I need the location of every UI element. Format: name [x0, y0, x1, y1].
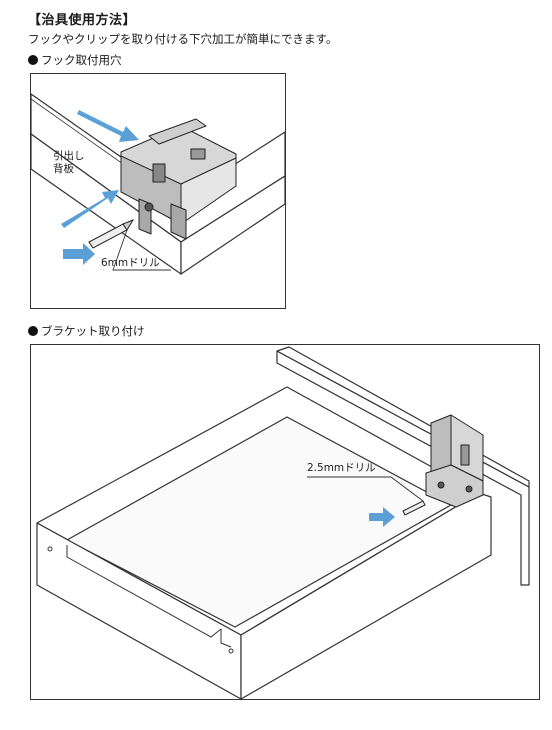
page-heading: 【治具使用方法】 [28, 13, 137, 28]
drill-6mm-label: 6mmドリル [101, 257, 160, 269]
bullet-icon [28, 55, 38, 65]
bracket-illustration [36, 346, 530, 699]
section1-title: フック取付用穴 [28, 52, 122, 68]
drawer-label-line1: 引出し [53, 150, 85, 162]
bullet-icon [28, 326, 38, 336]
section1-title-text: フック取付用穴 [41, 53, 122, 67]
hook-hole-figure: 引出し 背板 6mmドリル [30, 73, 286, 309]
intro-text: フックやクリップを取り付ける下穴加工が簡単にできます。 [28, 32, 338, 46]
bracket-figure: 2.5mmドリル [30, 344, 540, 700]
drill-2.5mm-label: 2.5mmドリル [307, 462, 376, 474]
section2-title: ブラケット取り付け [28, 323, 145, 339]
section2-title-text: ブラケット取り付け [41, 324, 145, 338]
drawer-label: 引出し 背板 [53, 150, 85, 176]
hook-hole-illustration [31, 93, 285, 275]
drawer-label-line2: 背板 [53, 163, 74, 175]
